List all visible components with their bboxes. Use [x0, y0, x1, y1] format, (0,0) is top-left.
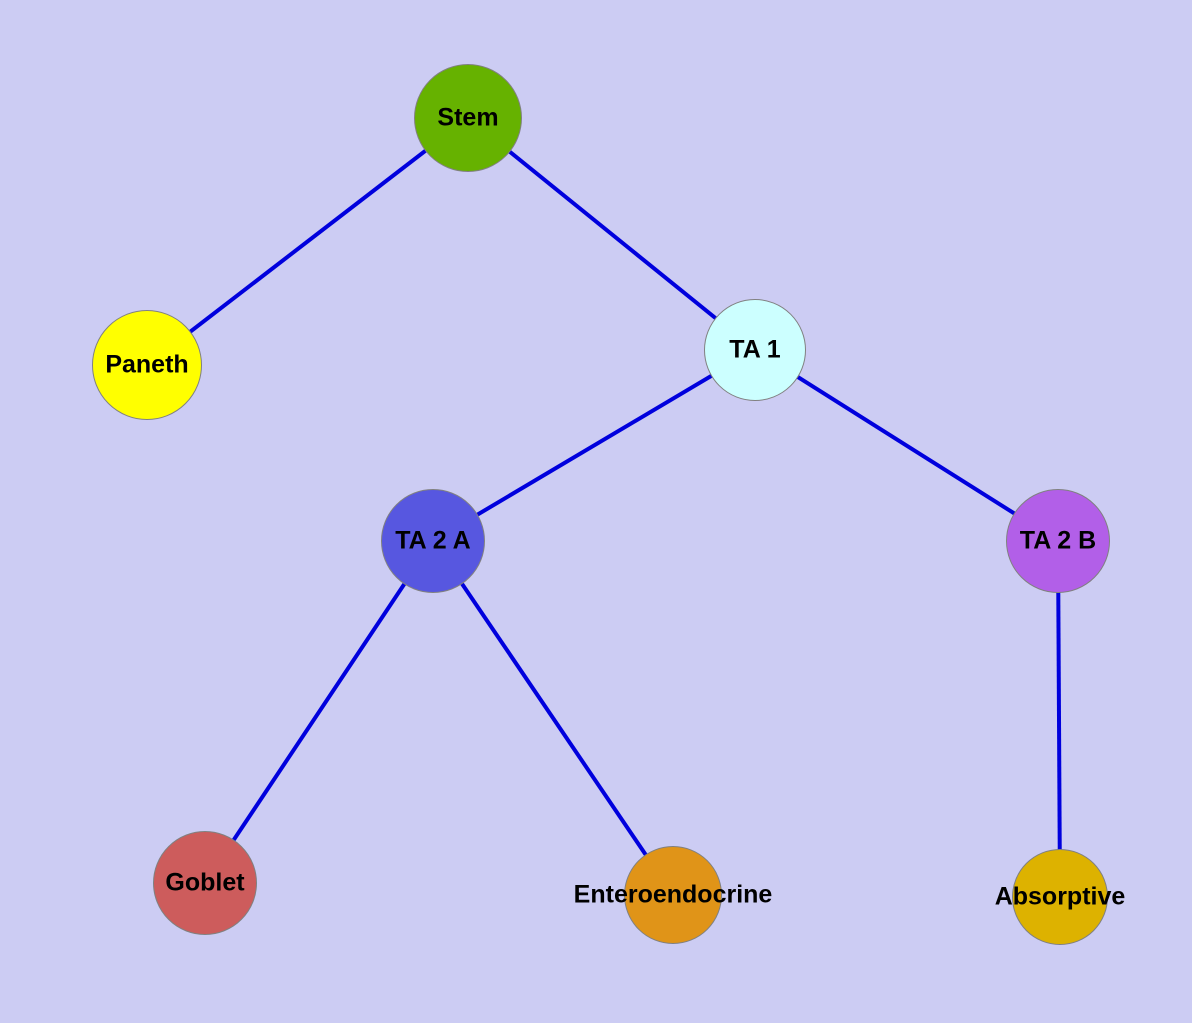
node-paneth: Paneth [92, 310, 202, 420]
node-ta2a: TA 2 A [381, 489, 485, 593]
node-label-ta2b: TA 2 B [1019, 526, 1097, 555]
node-label-absorptive: Absorptive [994, 882, 1126, 911]
edge-ta2a-enteroendocrine [431, 539, 675, 897]
node-goblet: Goblet [153, 831, 257, 935]
node-ta1: TA 1 [704, 299, 806, 401]
node-label-goblet: Goblet [165, 868, 245, 897]
edge-stem-paneth [145, 116, 470, 367]
edge-stem-ta1 [466, 116, 757, 352]
node-ta2b: TA 2 B [1006, 489, 1110, 593]
edge-ta1-ta2a [431, 348, 757, 543]
node-stem: Stem [414, 64, 522, 172]
edge-ta2a-goblet [203, 539, 435, 885]
node-label-enteroendocrine: Enteroendocrine [573, 880, 773, 909]
node-label-paneth: Paneth [105, 350, 189, 379]
edge-ta2b-absorptive [1056, 540, 1062, 898]
node-label-stem: Stem [437, 103, 499, 132]
node-enteroendocrine: Enteroendocrine [574, 846, 772, 944]
node-label-ta1: TA 1 [729, 335, 781, 364]
edge-ta1-ta2b [753, 348, 1060, 543]
node-label-ta2a: TA 2 A [395, 526, 471, 555]
node-absorptive: Absorptive [995, 849, 1125, 945]
